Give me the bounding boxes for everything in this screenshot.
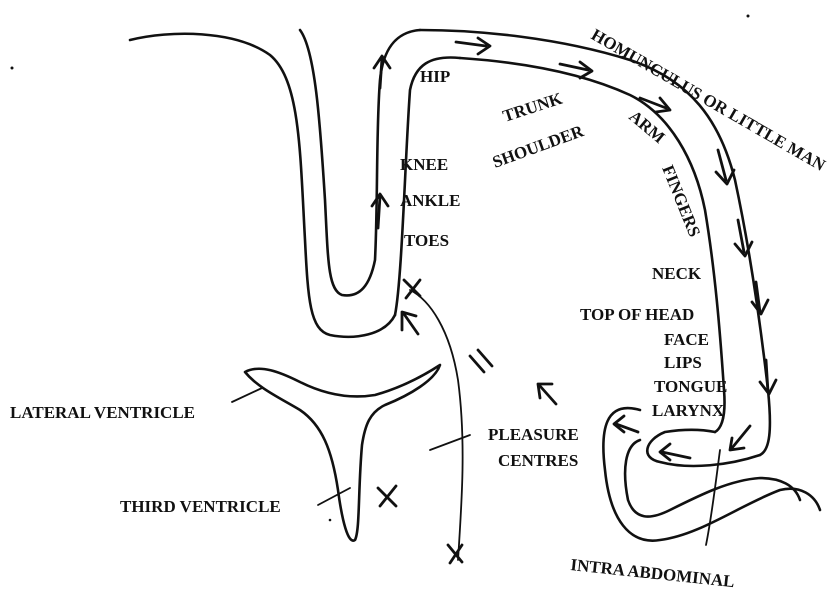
x-mark-bottom	[448, 545, 462, 563]
label-shoulder: SHOULDER	[490, 121, 587, 172]
label-larynx: LARYNX	[652, 401, 725, 420]
flow-arrow-right-4	[760, 360, 776, 394]
label-ankle: ANKLE	[400, 191, 460, 210]
label-homunculus: HOMUNCULUS OR LITTLE MAN	[588, 25, 829, 175]
flow-arrow-bottom-2	[660, 444, 690, 460]
label-lateral-ventricle: LATERAL VENTRICLE	[10, 403, 195, 422]
label-third-ventricle: THIRD VENTRICLE	[120, 497, 281, 516]
flow-arrow-pleasure	[538, 384, 556, 404]
label-face: FACE	[664, 330, 709, 349]
label-fingers: FINGERS	[658, 162, 704, 239]
flow-arrow-bottom-3	[614, 416, 638, 432]
flow-arrow-up-fold	[402, 312, 418, 334]
flow-tick-mark	[470, 350, 492, 372]
flow-arrow-up-left-2	[372, 194, 388, 228]
speck-2	[747, 15, 750, 18]
lateral-ventricle-pointer	[232, 388, 262, 402]
flow-arrow-bottom-1	[730, 426, 750, 450]
label-knee: KNEE	[400, 155, 448, 174]
label-lips: LIPS	[664, 353, 702, 372]
third-ventricle-pointer	[318, 488, 350, 505]
label-pleasure-centres-line2: CENTRES	[498, 451, 578, 470]
speck-3	[329, 519, 332, 522]
label-toes: TOES	[404, 231, 449, 250]
cortex-top-inner	[460, 58, 725, 432]
pleasure-centres-pointer	[430, 435, 470, 450]
label-hip: HIP	[420, 67, 450, 86]
flow-arrow-top-1	[456, 38, 490, 54]
label-top-of-head: TOP OF HEAD	[580, 305, 694, 324]
label-arm: ARM	[625, 107, 668, 148]
central-fissure-line	[410, 290, 463, 560]
x-mark-top	[404, 280, 420, 298]
label-neck: NECK	[652, 264, 702, 283]
cortex-lower-curl	[603, 408, 820, 541]
label-trunk: TRUNK	[500, 89, 565, 126]
label-pleasure-centres-line1: PLEASURE	[488, 425, 579, 444]
label-tongue: TONGUE	[654, 377, 727, 396]
x-mark-middle	[378, 486, 396, 506]
label-intra-abdominal: INTRA ABDOMINAL	[570, 555, 736, 590]
cortex-left-fold-outer	[130, 34, 395, 337]
speck-1	[11, 67, 14, 70]
cortex-fold-inner-down	[395, 57, 460, 315]
flow-arrow-up-left-1	[374, 56, 390, 88]
